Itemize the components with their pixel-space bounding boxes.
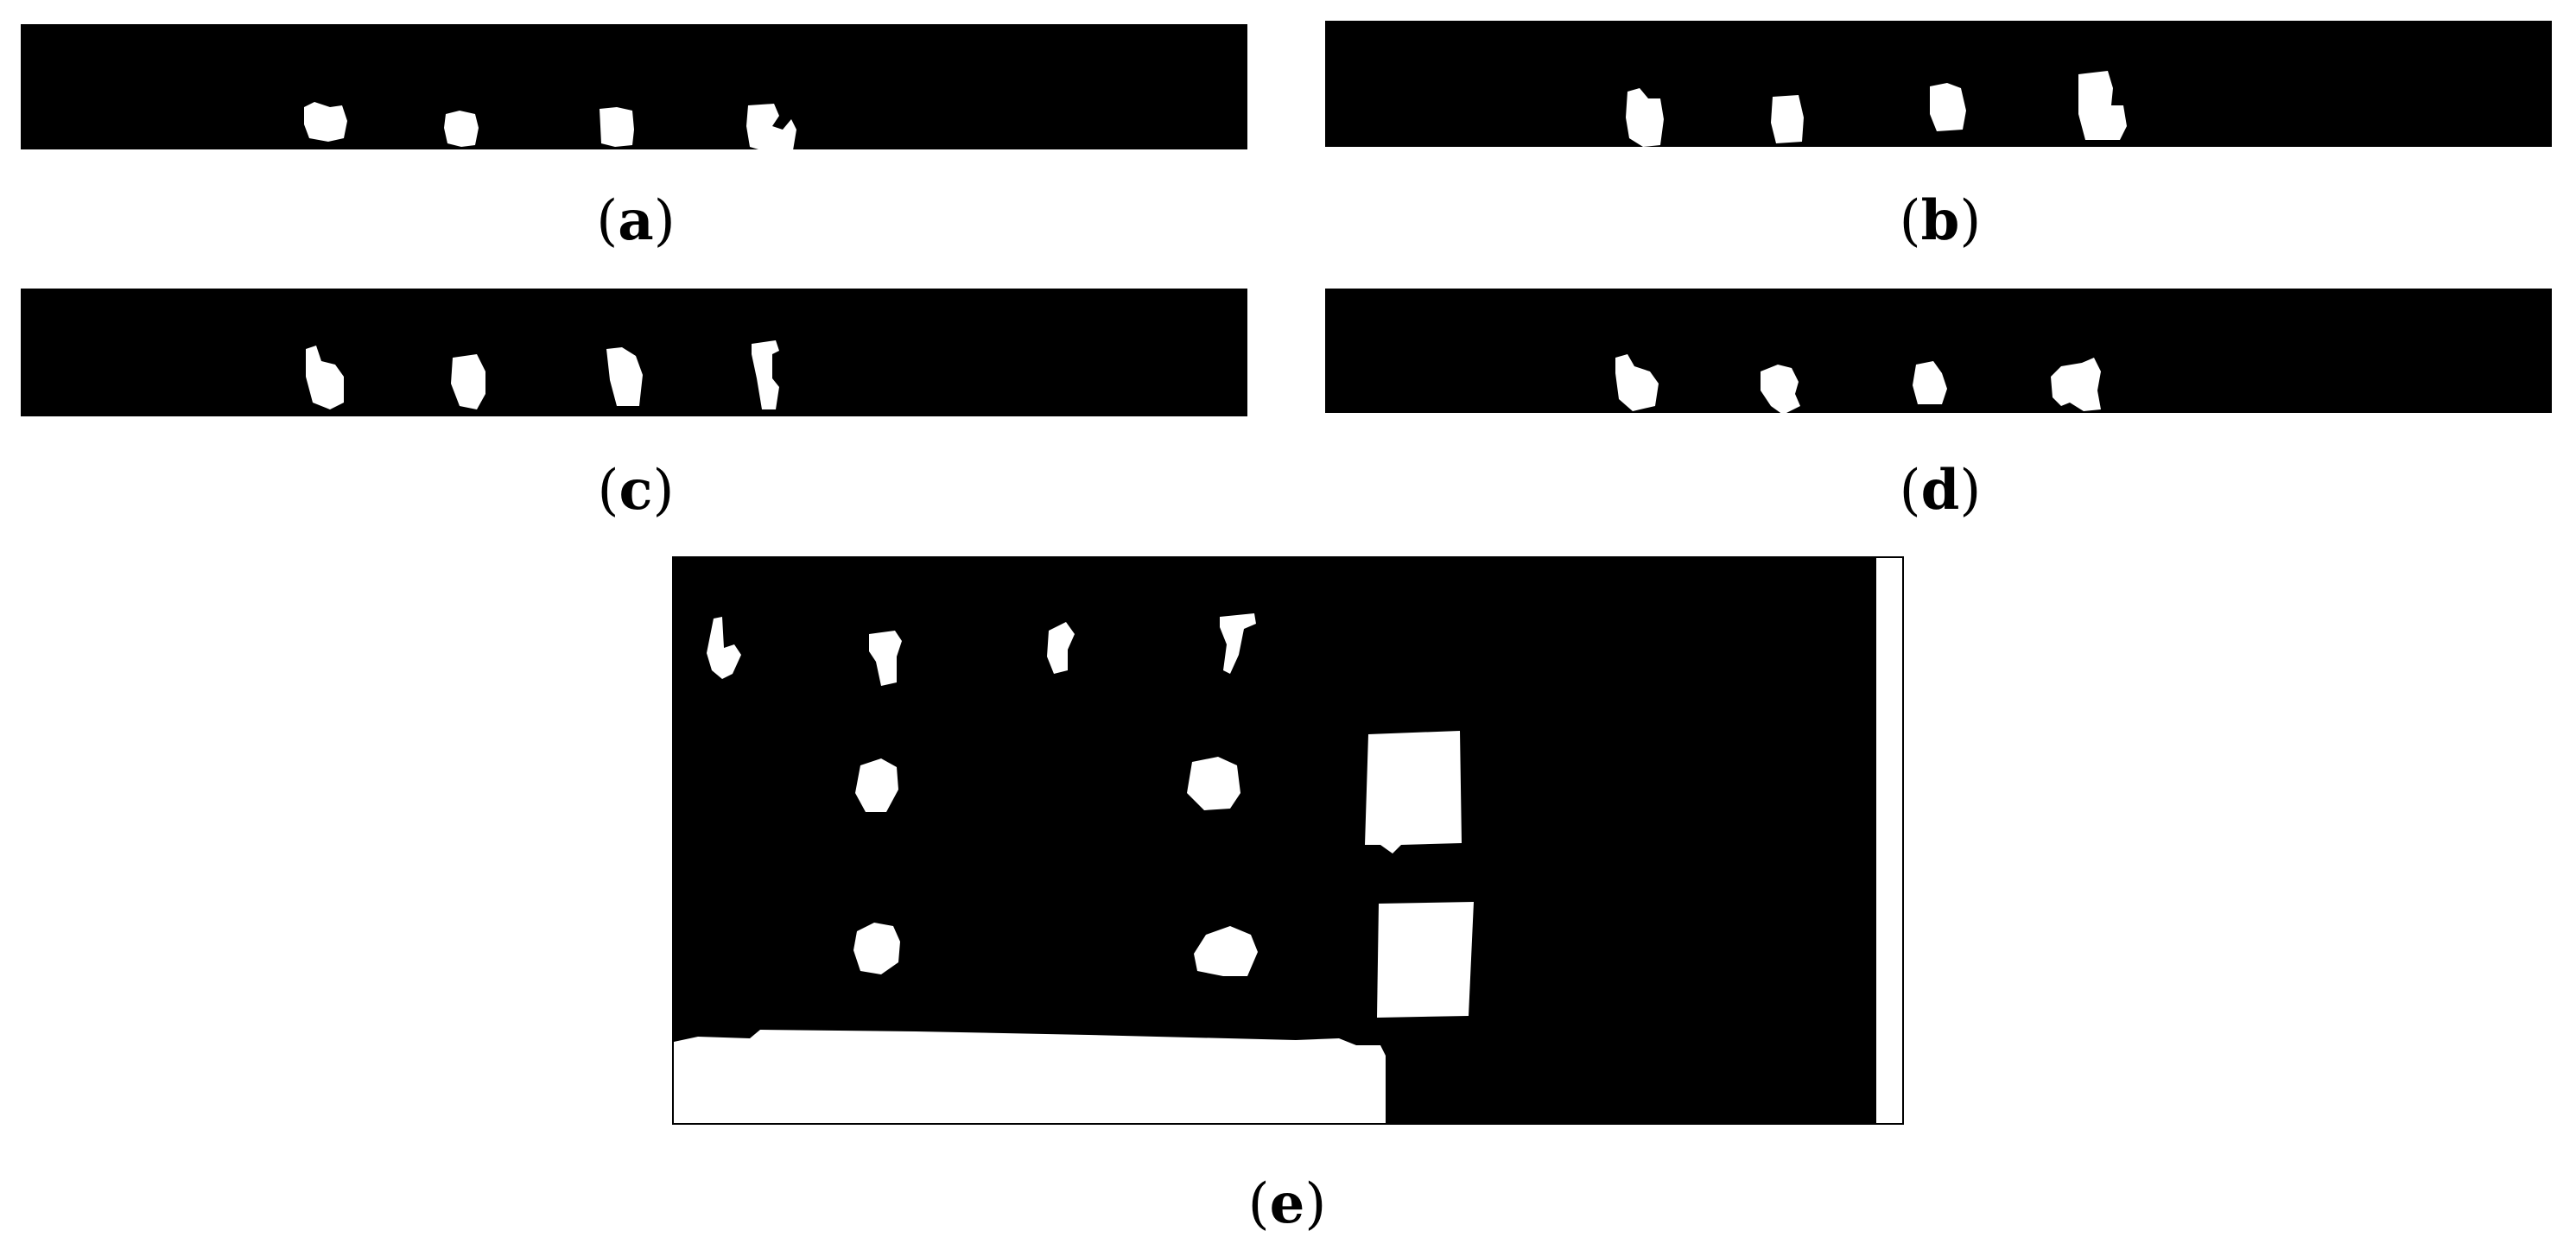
panel-b-image [1325,21,2552,147]
blob [1876,558,1902,1123]
caption-a: (a) [596,188,676,253]
blob [1365,731,1462,853]
panel-a-image [21,24,1247,149]
blob [853,923,900,974]
blob [1377,902,1474,1018]
blob [304,102,347,142]
blob [451,354,485,409]
blob [752,340,779,409]
caption-c: (c) [597,458,675,523]
blob [1615,354,1659,411]
blob [444,111,479,147]
blob [2051,358,2101,411]
blob [746,104,796,149]
blob [306,346,344,409]
blob [1626,88,1664,147]
blob [674,1030,1386,1123]
blob [1761,365,1800,413]
blob [855,758,898,812]
panel-c-image [21,289,1247,416]
blob [1771,95,1804,143]
panel-e-image [674,558,1902,1123]
blob [1913,361,1947,404]
blob [600,107,634,147]
blob [1187,757,1240,810]
caption-b: (b) [1899,188,1982,253]
blob [1220,613,1256,674]
panel-d-image [1325,289,2552,413]
blob [1194,926,1258,976]
blob [2078,71,2127,140]
blob [869,631,902,686]
blob [1047,622,1075,674]
caption-d: (d) [1899,458,1982,523]
blob [606,347,643,406]
blob [1930,83,1966,131]
blob [707,617,741,679]
caption-e: (e) [1247,1171,1327,1236]
